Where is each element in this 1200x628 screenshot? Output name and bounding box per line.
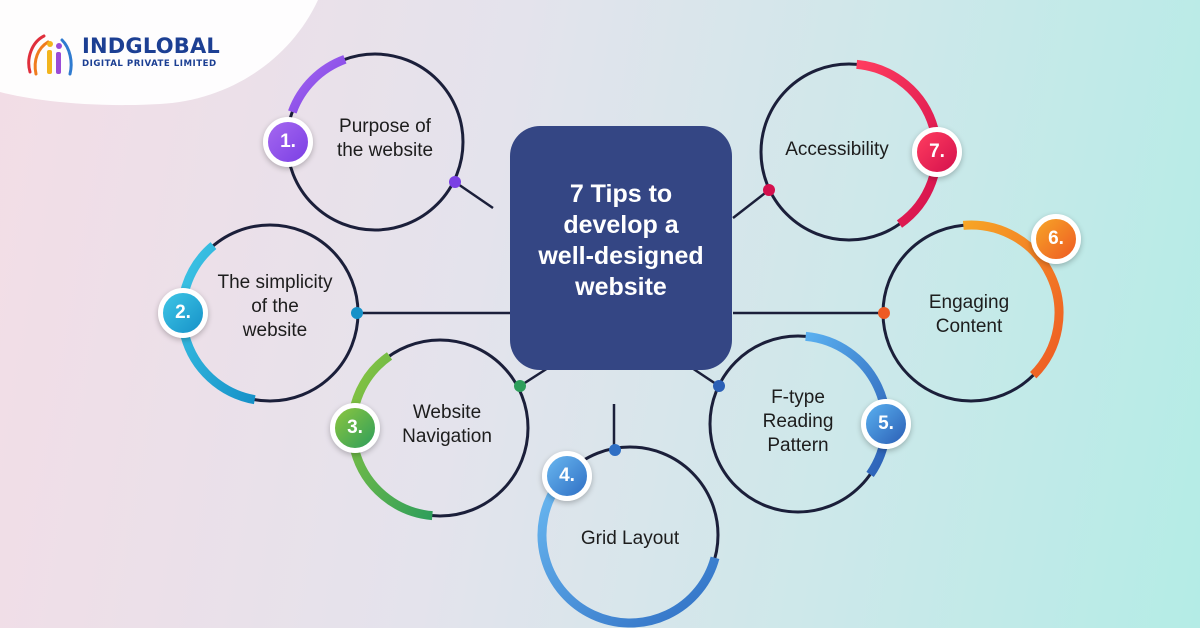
connector-dot-4 [609,444,621,456]
connector-dot-5 [713,380,725,392]
tip-label-7: Accessibility [785,139,889,160]
logo-corner-shape [0,0,318,106]
tip-label-1: Purpose of the website [336,116,434,161]
brand-name-part2: GLOBAL [125,34,220,58]
connector-dot-6 [878,307,890,319]
connector-line-1 [454,180,494,210]
tip-number-badge-2: 2. [158,288,208,338]
tip-label-2: The simplicity of the website [217,272,333,341]
tip-arc-4 [537,481,720,628]
brand-name-part1: IND [82,34,126,58]
tip-arc-6 [962,220,1064,379]
tip-label-5: F-type Reading Pattern [762,387,834,456]
tip-number-badge-4: 4. [542,451,592,501]
brand-logo: INDGLOBAL DIGITAL PRIVATE LIMITED [26,30,226,80]
connector-line-7 [732,189,770,219]
tip-number-badge-5: 5. [861,399,911,449]
tip-label-6: Engaging Content [928,292,1010,337]
tip-label-3: Website Navigation [402,402,492,447]
connector-dot-7 [763,184,775,196]
tip-arc-1 [288,55,347,114]
center-title-box: 7 Tips to develop a well-designed websit… [510,126,732,370]
brand-tagline: DIGITAL PRIVATE LIMITED [82,59,217,69]
brand-name: INDGLOBAL [82,34,220,58]
connector-dot-2 [351,307,363,319]
connector-dot-1 [449,176,461,188]
center-title: 7 Tips to develop a well-designed websit… [538,180,704,301]
connector-dot-3 [514,380,526,392]
tip-arc-5 [805,331,891,478]
tip-number-badge-1: 1. [263,117,313,167]
tip-number-badge-7: 7. [912,127,962,177]
logo-mark-icon [27,34,73,76]
tip-label-4: Grid Layout [580,528,680,549]
tip-number-badge-6: 6. [1031,214,1081,264]
tip-number-badge-3: 3. [330,403,380,453]
